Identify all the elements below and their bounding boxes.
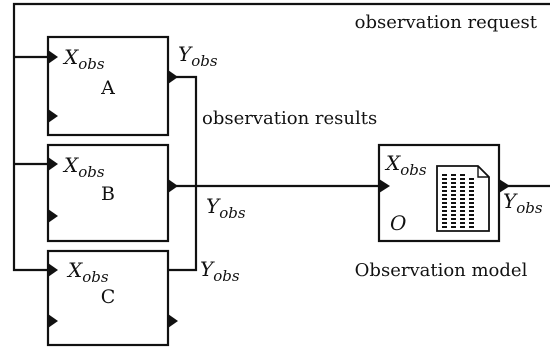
document-icon-dot bbox=[460, 174, 465, 176]
document-icon-dot bbox=[460, 186, 465, 188]
document-icon-dot bbox=[442, 182, 447, 184]
document-icon-dot bbox=[442, 222, 447, 224]
document-icon-dot bbox=[460, 206, 465, 208]
document-icon-dot bbox=[442, 198, 447, 200]
document-icon-dot bbox=[442, 206, 447, 208]
block-c-output-port bbox=[168, 314, 178, 328]
document-icon-dot bbox=[460, 178, 465, 180]
document-icon-dot bbox=[469, 206, 474, 208]
block-a-aux-port bbox=[48, 109, 58, 123]
document-icon-dot bbox=[469, 222, 474, 224]
document-icon-dot bbox=[469, 226, 474, 228]
document-icon-dot bbox=[451, 174, 456, 176]
document-icon-dot bbox=[451, 222, 456, 224]
model-tag: O bbox=[390, 211, 406, 235]
block-c-aux-port bbox=[48, 314, 58, 328]
document-icon-dot bbox=[460, 214, 465, 216]
document-icon-dot bbox=[469, 186, 474, 188]
block-b-output-label: Yobs bbox=[206, 194, 246, 222]
block-a: Xobs A Yobs bbox=[46, 35, 218, 137]
observation-model-caption: Observation model bbox=[355, 260, 528, 281]
document-icon-dot bbox=[469, 190, 474, 192]
document-icon-dot bbox=[442, 202, 447, 204]
document-icon-dot bbox=[442, 214, 447, 216]
model-input-port bbox=[379, 179, 390, 193]
results-bus bbox=[168, 75, 198, 272]
document-icon-dot bbox=[469, 182, 474, 184]
document-icon-dot bbox=[460, 222, 465, 224]
document-icon-dot bbox=[451, 182, 456, 184]
document-icon-dot bbox=[442, 194, 447, 196]
document-icon-dot bbox=[460, 202, 465, 204]
document-icon-dot bbox=[460, 226, 465, 228]
document-icon-dot bbox=[451, 206, 456, 208]
document-icon-dot bbox=[469, 194, 474, 196]
document-icon-dot bbox=[460, 190, 465, 192]
block-c-frame bbox=[46, 249, 170, 347]
document-icon-dot bbox=[442, 174, 447, 176]
block-c-input-label: Xobs bbox=[66, 258, 109, 286]
block-c: Xobs C Yobs bbox=[46, 249, 240, 347]
model-output-port bbox=[499, 179, 510, 193]
model-output-label: Yobs bbox=[503, 189, 543, 217]
document-icon-dot bbox=[460, 210, 465, 212]
block-a-output-label: Yobs bbox=[178, 42, 218, 70]
model-input-label: Xobs bbox=[384, 151, 427, 179]
block-c-output-label: Yobs bbox=[200, 257, 240, 285]
document-icon bbox=[436, 165, 490, 232]
block-a-output-port bbox=[168, 70, 178, 84]
document-icon-dot bbox=[442, 178, 447, 180]
block-c-input-port bbox=[48, 263, 58, 277]
observation-results-label: observation results bbox=[202, 108, 377, 129]
block-b-output-port bbox=[168, 179, 178, 193]
block-b-aux-port bbox=[48, 209, 58, 223]
document-icon-dot bbox=[451, 186, 456, 188]
document-icon-dot bbox=[451, 202, 456, 204]
document-icon-dot bbox=[451, 218, 456, 220]
document-icon-dot bbox=[460, 182, 465, 184]
document-icon-dot bbox=[451, 194, 456, 196]
document-icon-dot bbox=[469, 218, 474, 220]
observation-model-block: Xobs O Yobs bbox=[377, 143, 543, 243]
document-icon-dot bbox=[442, 226, 447, 228]
block-c-name: C bbox=[101, 286, 116, 308]
block-b: Xobs B Yobs bbox=[46, 143, 246, 243]
document-icon-dot bbox=[451, 178, 456, 180]
document-icon-dot bbox=[451, 190, 456, 192]
document-icon-dot bbox=[469, 210, 474, 212]
document-icon-dot bbox=[460, 218, 465, 220]
block-b-input-port bbox=[48, 157, 58, 171]
document-icon-dot bbox=[469, 178, 474, 180]
document-icon-dot bbox=[451, 214, 456, 216]
document-icon-dot bbox=[442, 218, 447, 220]
document-icon-dot bbox=[460, 198, 465, 200]
document-icon-dot bbox=[451, 198, 456, 200]
document-icon-dot bbox=[451, 210, 456, 212]
document-icon-dot bbox=[451, 226, 456, 228]
block-a-input-port bbox=[48, 50, 58, 64]
document-icon-dot bbox=[469, 202, 474, 204]
document-icon-dot bbox=[460, 194, 465, 196]
block-a-frame bbox=[46, 35, 170, 137]
block-a-name: A bbox=[100, 77, 115, 99]
block-b-input-label: Xobs bbox=[62, 153, 105, 181]
document-icon-dot bbox=[469, 198, 474, 200]
observation-request-label: observation request bbox=[355, 12, 538, 33]
document-icon-dot bbox=[442, 210, 447, 212]
request-wire bbox=[12, 2, 550, 272]
block-b-name: B bbox=[101, 183, 115, 205]
block-a-input-label: Xobs bbox=[62, 45, 105, 73]
document-icon-dot bbox=[469, 214, 474, 216]
document-icon-dot bbox=[442, 186, 447, 188]
document-icon-dot bbox=[442, 190, 447, 192]
